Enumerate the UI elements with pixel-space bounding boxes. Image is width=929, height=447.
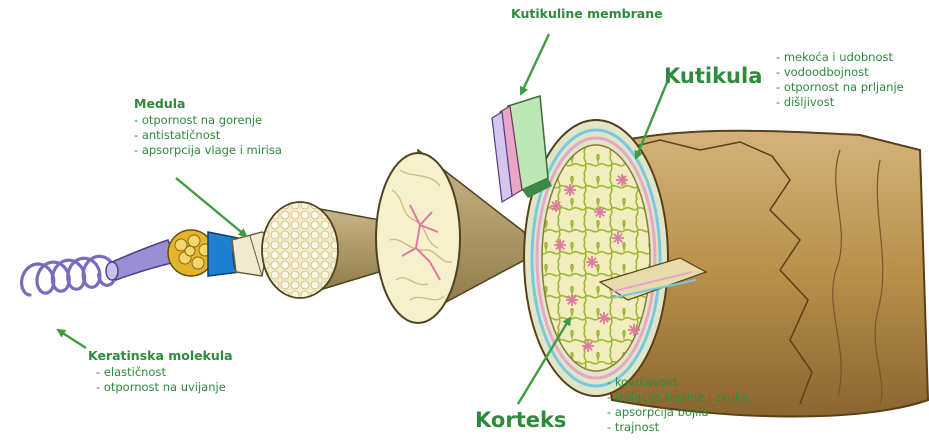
medulla-label: Medula otpornost na gorenje antistatično…	[134, 96, 282, 158]
cortex-star	[554, 239, 566, 251]
cortex-star	[628, 324, 640, 336]
cuticle-title: Kutikula	[664, 64, 762, 88]
keratin-label: Keratinska molekula elastičnost otpornos…	[88, 348, 233, 395]
medulla-title: Medula	[134, 96, 282, 111]
cortex-star	[598, 312, 610, 324]
medulla-list: otpornost na gorenje antistatičnost apso…	[134, 113, 282, 158]
list-item: izolacija topline i zvuka	[607, 390, 748, 405]
list-item: antistatičnost	[134, 128, 282, 143]
cortex-star	[550, 200, 562, 212]
cuticle-label: Kutikula	[664, 64, 762, 88]
cell-bubble-cone	[262, 202, 392, 298]
cortex-star	[586, 256, 598, 268]
list-item: otpornost na prljanje	[776, 80, 904, 95]
list-item: apsorpcija vlage i mirisa	[134, 143, 282, 158]
cortex-star	[582, 340, 594, 352]
list-item: dišljivost	[776, 95, 904, 110]
keratin-title: Keratinska molekula	[88, 348, 233, 363]
cortex-star	[566, 294, 578, 306]
keratin-list: elastičnost otpornost na uvijanje	[96, 365, 233, 395]
membranes-label: Kutikuline membrane	[511, 6, 663, 21]
keratin-spiral	[22, 256, 116, 295]
list-item: apsorpcija bojila	[607, 405, 748, 420]
cortex-star	[564, 184, 576, 196]
cuticle-properties: mekoća i udobnost vodoodbojnost otpornos…	[776, 48, 904, 110]
cortex-list: kovrčavost izolacija topline i zvuka aps…	[607, 375, 748, 435]
list-item: elastičnost	[96, 365, 233, 380]
cortex-properties: kovrčavost izolacija topline i zvuka aps…	[607, 373, 748, 435]
arrow-keratin	[58, 330, 86, 348]
membranes-title: Kutikuline membrane	[511, 6, 663, 21]
protofibril-bundle	[168, 230, 214, 276]
cortex-star	[612, 232, 624, 244]
keratin-spiral-path	[22, 256, 116, 295]
arrow-membranes	[521, 34, 549, 94]
cortex-title: Korteks	[475, 408, 566, 432]
list-item: vodoodbojnost	[776, 65, 904, 80]
cuticle-list: mekoća i udobnost vodoodbojnost otpornos…	[776, 50, 904, 110]
arrow-medulla	[176, 178, 246, 236]
list-item: mekoća i udobnost	[776, 50, 904, 65]
list-item: kovrčavost	[607, 375, 748, 390]
keratin-tube	[106, 240, 176, 280]
cortex-star	[616, 174, 628, 186]
list-item: otpornost na uvijanje	[96, 380, 233, 395]
cortex-label: Korteks	[475, 408, 566, 432]
cortex-star	[594, 206, 606, 218]
cuticle-membranes-flap	[492, 96, 552, 202]
list-item: trajnost	[607, 420, 748, 435]
list-item: otpornost na gorenje	[134, 113, 282, 128]
